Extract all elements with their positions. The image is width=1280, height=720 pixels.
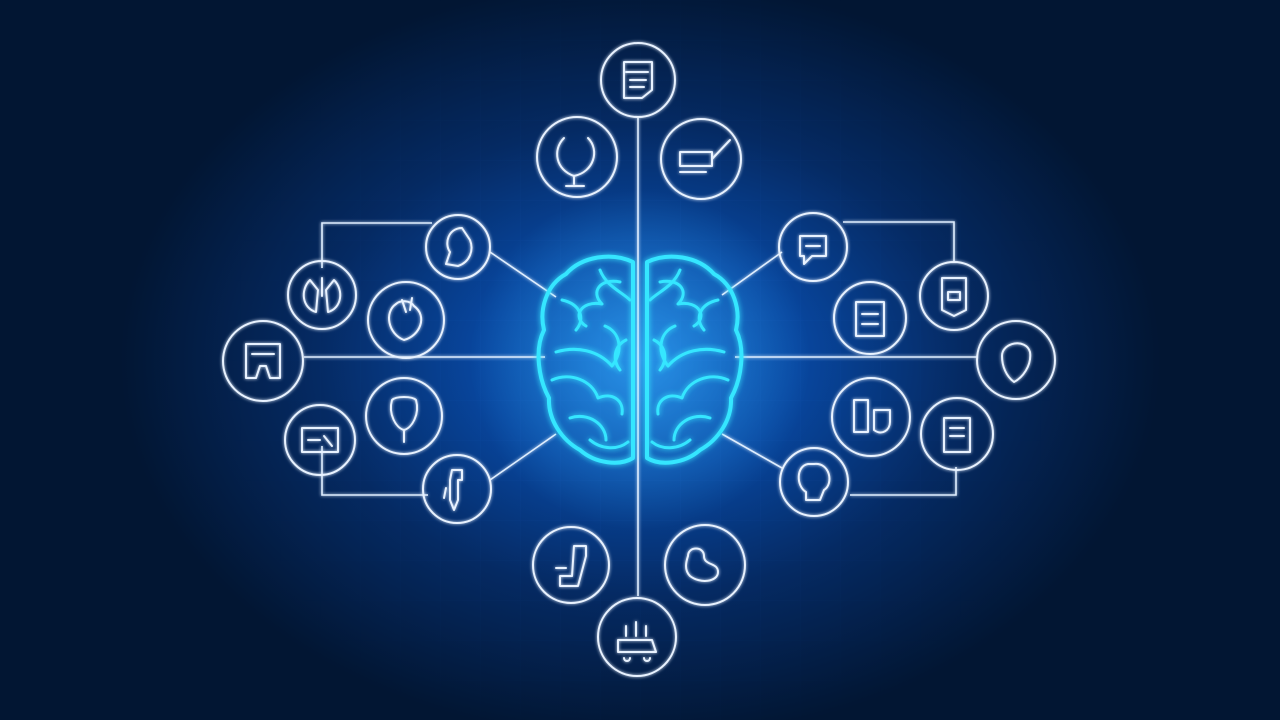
pelvis-icon [222,320,304,402]
prescription-icon [919,261,989,331]
brain-icon [536,254,744,465]
link-chat [721,251,783,296]
link-dropper [489,433,557,481]
kidney-icon [664,524,746,606]
right-bottom-bracket [850,467,957,496]
medicine-icon [831,377,911,457]
chat-icon [778,212,848,282]
heart-icon [367,281,445,359]
left-top-bracket [321,222,432,268]
head-icon [425,214,491,280]
link-head [489,251,557,298]
microscope-icon [532,526,610,604]
ambulance-icon [597,597,677,677]
monitor-icon [284,404,356,476]
brain-head-icon [779,447,849,517]
stethoscope-icon [536,116,618,198]
left-bottom-bracket [321,446,428,496]
pharmacy-icon [833,281,907,355]
syringe-icon [660,118,742,200]
right-top-bracket [843,221,955,263]
brain-halo [470,190,810,530]
lungs-icon [287,260,357,330]
link-brain-head [721,433,783,469]
tooth-icon [365,377,443,455]
dropper-icon [422,454,492,524]
connector-lines [304,118,978,596]
clipboard-icon [600,42,676,118]
liver-icon [976,320,1056,400]
tablet-icon [920,397,994,471]
